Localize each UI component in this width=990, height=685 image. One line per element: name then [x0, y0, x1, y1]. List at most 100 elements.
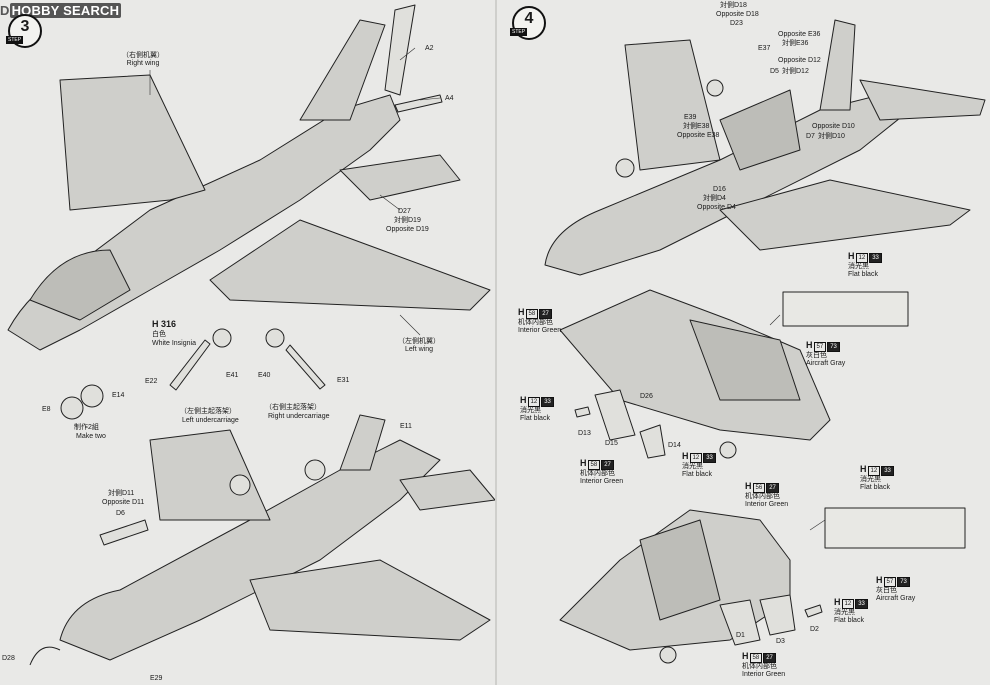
page-divider — [495, 0, 497, 685]
instrument-panel-middle — [782, 291, 909, 327]
label-d5: D5 — [770, 68, 779, 75]
label-e29: E29 — [150, 675, 163, 682]
label-d1: D1 — [736, 632, 745, 639]
label-e41: E41 — [226, 372, 239, 379]
wheel-e40 — [265, 328, 285, 348]
label-e39: E39 — [684, 114, 697, 121]
wheel-middle — [719, 441, 737, 459]
fuselage-lower-left — [59, 439, 441, 661]
wing-lower-lower-left — [249, 559, 491, 641]
label-d4-cn: 対側D4 — [703, 195, 726, 202]
label-d26: D26 — [640, 393, 653, 400]
label-a2: A2 — [425, 45, 434, 52]
wheel-step4-a — [706, 79, 724, 97]
label-d10-en: Opposite D10 — [812, 123, 855, 130]
nose-section-middle — [559, 289, 831, 441]
step-4-number: 4 — [524, 10, 534, 27]
part-d2 — [804, 604, 823, 618]
label-d14: D14 — [668, 442, 681, 449]
label-e36-en: Opposite E36 — [778, 31, 821, 38]
cockpit-step3 — [29, 249, 131, 321]
label-e31: E31 — [337, 377, 350, 384]
left-wing-step3 — [209, 219, 491, 311]
step-3-badge: 3 STEP — [6, 14, 42, 48]
label-d2: D2 — [810, 626, 819, 633]
white-insignia-en: White Insignia — [152, 340, 196, 347]
label-d18-cn: 対側D18 — [720, 2, 747, 9]
label-d12-en: Opposite D12 — [778, 57, 821, 64]
label-d3: D3 — [776, 638, 785, 645]
cockpit-middle — [689, 319, 801, 401]
wheel-e14 — [80, 384, 104, 408]
label-e14: E14 — [112, 392, 125, 399]
label-d16: D16 — [713, 186, 726, 193]
tail-fin-step3 — [299, 19, 386, 121]
label-d27: D27 — [398, 208, 411, 215]
part-a4 — [394, 94, 443, 113]
stabilizer-step3 — [339, 154, 461, 201]
wheel-left-uc — [229, 474, 251, 496]
label-e38-en: Opposite E38 — [677, 132, 720, 139]
label-d7: D7 — [806, 133, 815, 140]
wing-lower-step4 — [719, 179, 971, 251]
wing-upper-lower-left — [149, 429, 271, 521]
part-a2 — [384, 4, 416, 96]
left-wing-label: （左側机翼） Left wing — [398, 338, 440, 353]
part-d15 — [594, 389, 636, 441]
label-d28: D28 — [2, 655, 15, 662]
opposite-d11-cn: 対側D11 — [108, 490, 135, 497]
label-e22: E22 — [145, 378, 158, 385]
right-wing-step3 — [59, 74, 206, 211]
fuselage-step4 — [544, 89, 911, 276]
strut-e22 — [169, 339, 211, 391]
label-d4-en: Opposite D4 — [697, 204, 736, 211]
cockpit-lower — [639, 519, 721, 621]
step-3-tag: STEP — [6, 36, 24, 44]
wheel-lower — [659, 646, 677, 664]
label-a4: A4 — [445, 95, 454, 102]
label-d12-cn: 対側D12 — [782, 68, 809, 75]
label-d23: D23 — [730, 20, 743, 27]
left-undercarriage-en: Left undercarriage — [182, 417, 239, 424]
watermark-prefix: D — [0, 3, 10, 18]
label-d18-en: Opposite D18 — [716, 11, 759, 18]
label-e37: E37 — [758, 45, 771, 52]
label-d27-opp-cn: 対側D19 — [394, 217, 421, 224]
part-d13 — [574, 406, 591, 418]
wheel-e8 — [60, 396, 84, 420]
right-wing-label: （右側机翼） Right wing — [122, 52, 164, 67]
part-d28 — [29, 646, 61, 666]
make-two-en: Make two — [76, 433, 106, 440]
make-two-cn: 制作2組 — [74, 424, 99, 431]
label-d27-opp-en: Opposite D19 — [386, 226, 429, 233]
white-insignia-code: H 316 — [152, 319, 177, 329]
label-d15: D15 — [605, 440, 618, 447]
label-e40: E40 — [258, 372, 271, 379]
label-e36-cn: 対側E36 — [782, 40, 809, 47]
white-insignia-cn: 白色 — [152, 331, 166, 338]
wheel-e41 — [212, 328, 232, 348]
left-undercarriage-cn: （左側主起落架） — [180, 408, 236, 415]
part-d1 — [719, 599, 761, 646]
watermark-brand: HOBBY SEARCH — [9, 3, 122, 18]
wing-upper-step4 — [624, 39, 721, 171]
strut-e31 — [285, 344, 326, 390]
cockpit-step4 — [719, 89, 801, 171]
label-d6: D6 — [116, 510, 125, 517]
step-4-badge: 4 STEP — [510, 6, 546, 40]
part-d6 — [99, 519, 149, 546]
right-undercarriage-en: Right undercarriage — [268, 413, 330, 420]
